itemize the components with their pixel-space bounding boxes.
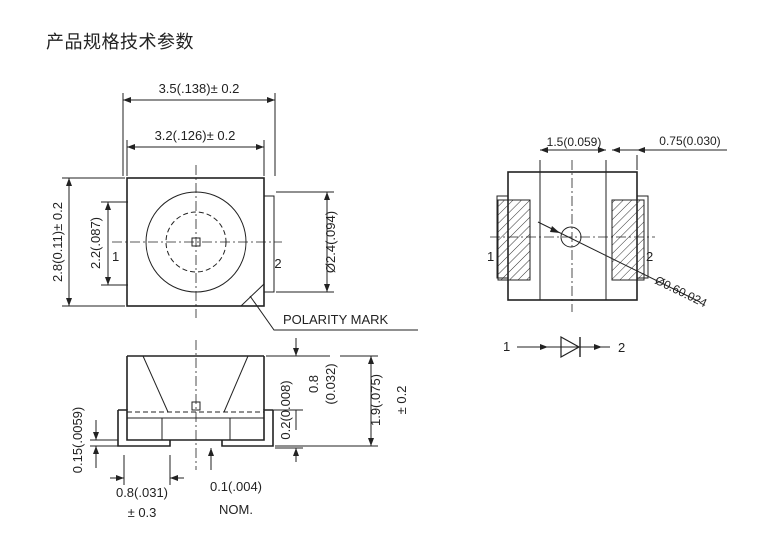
dim-tol-0.2: ± 0.2	[394, 386, 409, 415]
right-terminal	[263, 195, 275, 293]
bottom-view: 1.5(0.059) 0.75(0.030) Ø0.60.024 1 2	[487, 134, 727, 312]
pin1-label-bottom: 1	[487, 249, 494, 264]
dim-0.032: (0.032)	[323, 363, 338, 404]
dim-0.8: 0.8	[306, 375, 321, 393]
dim-0.6-diameter: Ø0.60.024	[653, 273, 710, 310]
polarity-mark-label: POLARITY MARK	[283, 312, 389, 327]
polarity-dot	[560, 226, 582, 248]
dim-0.2: 0.2(0.008)	[278, 380, 293, 439]
dim-0.15: 0.15(.0059)	[70, 407, 85, 474]
dim-lead-tolerance: ± 0.3	[128, 505, 157, 520]
dim-width-outer: 3.5(.138)± 0.2	[159, 81, 240, 96]
dim-diameter: Ø2.4(.094)	[323, 211, 338, 273]
diode-symbol: 1 2	[503, 335, 625, 359]
pin2-label-top: 2	[274, 256, 281, 271]
pin2-label-bottom: 2	[646, 249, 653, 264]
pad-1	[497, 199, 531, 281]
dim-height-outer: 2.8(0.11)± 0.2	[50, 202, 65, 282]
top-view: 3.5(.138)± 0.2 3.2(.126)± 0.2 2.8(0.11)±…	[50, 81, 418, 331]
dim-0.75: 0.75(0.030)	[659, 134, 720, 148]
dim-1.5: 1.5(0.059)	[547, 135, 602, 149]
side-view: 0.8 (0.032) 0.2(0.008) 1.9(.075) ± 0.2 0…	[70, 338, 409, 520]
diode-pin2: 2	[618, 340, 625, 355]
diode-pin1: 1	[503, 339, 510, 354]
dim-lead-length: 0.8(.031)	[116, 485, 168, 500]
dim-nom: NOM.	[219, 502, 253, 517]
dim-height-inner: 2.2(.087)	[88, 217, 103, 269]
page-title: 产品规格技术参数	[46, 32, 194, 53]
dim-1.9: 1.9(.075)	[368, 374, 383, 426]
polarity-chamfer	[240, 283, 265, 307]
dim-width-inner: 3.2(.126)± 0.2	[155, 128, 236, 143]
pin1-label-top: 1	[112, 249, 119, 264]
dim-0.1: 0.1(.004)	[210, 479, 262, 494]
pad-2	[611, 199, 645, 281]
